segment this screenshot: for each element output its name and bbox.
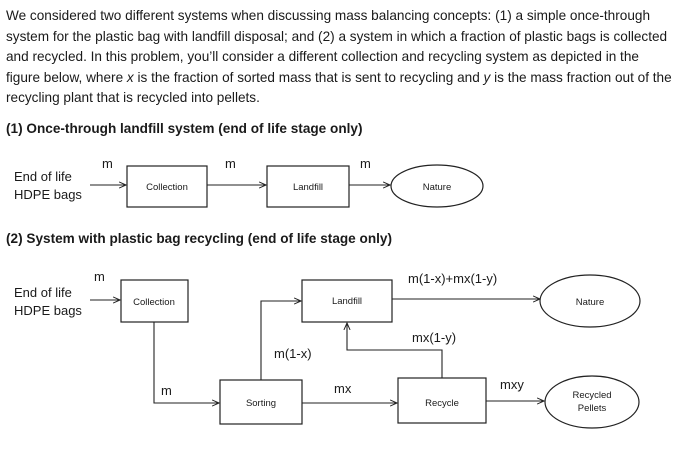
d2-collection-box — [120, 279, 189, 323]
intro-text-3: is the mass fraction out of the recyclin… — [6, 69, 672, 106]
d2-landfill-box — [301, 279, 393, 323]
d1-source-line2: HDPE bags — [14, 187, 82, 202]
d2-pellets-ellipse — [544, 375, 640, 429]
d2-arrow-sorting-to-landfill — [260, 301, 301, 380]
d1-landfill-box — [266, 165, 350, 208]
d2-flow-recycle-to-landfill: mx(1-y) — [412, 330, 456, 345]
intro-text-1: We considered two different systems when… — [6, 8, 668, 85]
d2-source-line1: End of life — [14, 285, 72, 300]
d1-flow-to-landfill: m — [225, 156, 236, 171]
variable-y: y — [483, 69, 491, 85]
d2-nature-label: Nature — [576, 297, 605, 308]
d1-landfill-label: Landfill — [293, 182, 323, 193]
d2-arrow-collection-to-sorting — [153, 322, 219, 403]
section2-heading: (2) System with plastic bag recycling (e… — [6, 231, 392, 246]
d1-nature-ellipse — [390, 164, 484, 208]
d2-landfill-label: Landfill — [332, 296, 362, 307]
d2-source-line2: HDPE bags — [14, 303, 82, 318]
d2-sorting-box — [219, 379, 303, 425]
d2-nature-ellipse — [539, 274, 641, 328]
problem-statement: We considered two different systems when… — [6, 6, 676, 109]
d1-nature-label: Nature — [423, 182, 452, 193]
d2-flow-collection-to-sorting: m — [161, 383, 172, 398]
d2-recycle-box — [397, 377, 487, 424]
diagram-recycling: End of life HDPE bags m Collection m Sor… — [14, 269, 641, 429]
d1-collection-box — [126, 165, 208, 208]
d2-collection-label: Collection — [133, 297, 175, 308]
d2-pellets-label-line2: Pellets — [578, 403, 607, 414]
d2-flow-to-collection: m — [94, 269, 105, 284]
d1-collection-label: Collection — [146, 182, 188, 193]
diagram-once-through: End of life HDPE bags m Collection m Lan… — [14, 156, 484, 208]
d1-source-line1: End of life — [14, 169, 72, 184]
d1-flow-to-collection: m — [102, 156, 113, 171]
d2-pellets-label-line1: Recycled — [572, 390, 611, 401]
section1-heading: (1) Once-through landfill system (end of… — [6, 121, 363, 136]
d2-flow-sorting-to-landfill: m(1-x) — [274, 346, 312, 361]
d1-flow-to-nature: m — [360, 156, 371, 171]
d2-recycle-label: Recycle — [425, 398, 459, 409]
d2-flow-landfill-to-nature: m(1-x)+mx(1-y) — [408, 271, 497, 286]
d2-flow-sorting-to-recycle: mx — [334, 381, 352, 396]
variable-x: x — [126, 69, 134, 85]
d2-sorting-label: Sorting — [246, 398, 276, 409]
d2-arrow-recycle-to-landfill — [347, 323, 443, 378]
d2-flow-recycle-to-pellets: mxy — [500, 377, 524, 392]
intro-text-2: is the fraction of sorted mass that is s… — [133, 69, 484, 85]
